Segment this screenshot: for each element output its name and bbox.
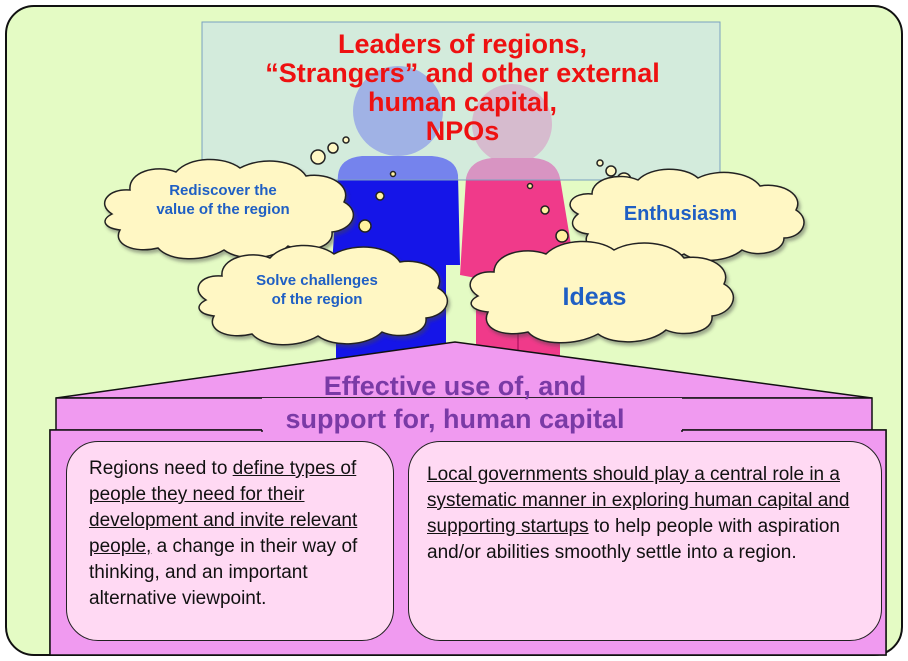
banner-notch-lines [261,430,683,432]
title: Leaders of regions, “Strangers” and othe… [265,29,660,146]
right-text-box: Local governments should play a central … [408,441,882,641]
cloud-solve [197,244,449,346]
banner-text-backing [262,398,682,432]
cloud-solve-label: Solve challenges of the region [256,272,378,308]
banner-title: Effective use of, and support for, human… [285,371,625,434]
left-box-text-end: a change in their way of thinking, and a… [89,536,358,609]
thought-dots-left [310,136,397,233]
left-box-underlined-text: define types of people they need for the… [89,458,358,557]
title-box [201,21,721,181]
cloud-rediscover [104,158,355,260]
cloud-ideas [469,240,735,344]
cloud-ideas-label: Ideas [562,283,627,311]
left-text-box: Regions need to define types of people t… [66,441,394,641]
cloud-rediscover-label: Rediscover the value of the region [156,182,290,218]
right-box-text-end: to help people with aspiration and/or ab… [427,516,840,563]
left-box-text-start: Regions need to [89,458,233,479]
cloud-enthusiasm-label: Enthusiasm [623,203,738,225]
right-box-underlined-text: Local governments should play a central … [427,464,850,537]
